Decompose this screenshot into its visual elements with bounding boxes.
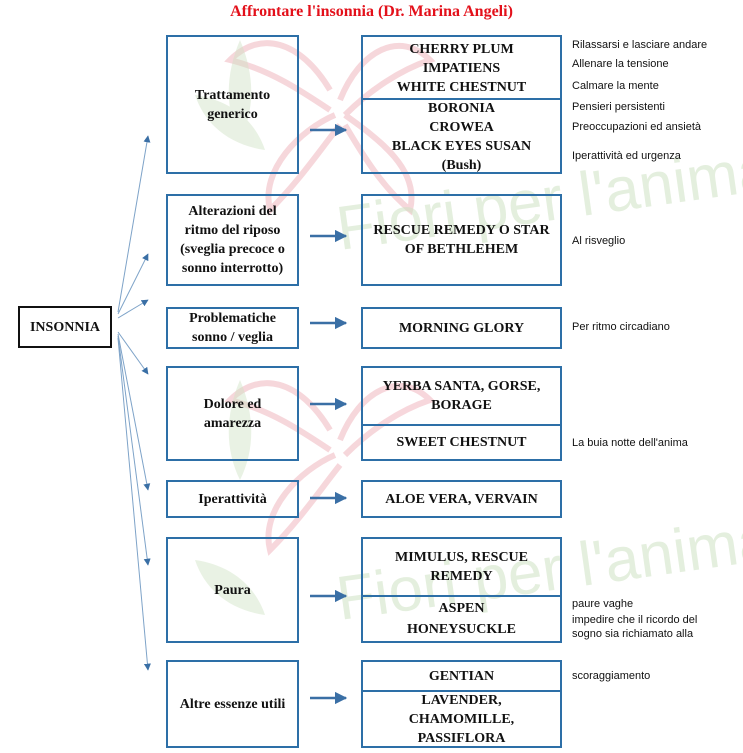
note: impedire che il ricordo del sogno sia ri… xyxy=(572,614,698,640)
root-node-insonnia: INSONNIA xyxy=(18,306,112,348)
branch-arrow-4 xyxy=(117,331,149,375)
branch-arrow-7 xyxy=(117,337,151,671)
branch-arrow-6 xyxy=(117,335,151,566)
remedy-box-iperattivita: ALOE VERA, VERVAIN xyxy=(361,480,562,518)
remedy-item: MORNING GLORY xyxy=(398,320,525,336)
remedy-cell: GENTIAN xyxy=(363,662,560,690)
remedy-item: GENTIAN xyxy=(428,668,495,684)
note: La buia notte dell'anima xyxy=(572,437,688,449)
category-iperattivita: Iperattività xyxy=(166,480,299,518)
remedy-item: YERBA SANTA, GORSE, BORAGE xyxy=(382,379,541,413)
remedy-item: (Bush) xyxy=(441,158,482,173)
remedy-divider xyxy=(363,595,560,597)
note: Preoccupazioni ed ansietà xyxy=(572,121,702,133)
remedy-item: HONEYSUCKLE xyxy=(407,622,516,637)
note: scoraggiamento xyxy=(572,670,651,682)
remedy-cell: YERBA SANTA, GORSE, BORAGE xyxy=(363,368,560,424)
note: Allenare la tensione xyxy=(572,58,669,70)
note: Per ritmo circadiano xyxy=(572,321,670,333)
branch-arrow-3 xyxy=(117,299,149,319)
remedy-item: WHITE CHESTNUT xyxy=(396,79,527,95)
note: paure vaghe xyxy=(572,598,634,610)
category-label: Paura xyxy=(214,582,251,598)
remedy-box-altre: GENTIAN LAVENDER, CHAMOMILLE, PASSIFLORA xyxy=(361,660,562,748)
remedy-box-problematiche: MORNING GLORY xyxy=(361,307,562,349)
category-altre-essenze: Altre essenze utili xyxy=(166,660,299,748)
remedy-divider xyxy=(363,690,560,692)
remedy-cell: BORONIA CROWEA BLACK EYES SUSAN (Bush) xyxy=(363,100,560,174)
remedy-cell: CHERRY PLUM IMPATIENS WHITE CHESTNUT xyxy=(363,37,560,99)
remedy-cell: ASPEN HONEYSUCKLE xyxy=(363,597,560,641)
note: Pensieri persistenti xyxy=(572,101,665,113)
remedy-cell: MORNING GLORY xyxy=(363,309,560,347)
note: Calmare la mente xyxy=(572,80,659,92)
remedy-item: ASPEN xyxy=(438,601,485,616)
page-title: Affrontare l'insonnia (Dr. Marina Angeli… xyxy=(230,3,513,20)
category-paura: Paura xyxy=(166,537,299,643)
remedy-cell: MIMULUS, RESCUE REMEDY xyxy=(363,539,560,595)
remedy-divider xyxy=(363,424,560,426)
remedy-item: MIMULUS, RESCUE REMEDY xyxy=(394,550,528,584)
category-dolore-amarezza: Dolore ed amarezza xyxy=(166,366,299,461)
note: Iperattività ed urgenza xyxy=(572,150,681,162)
remedy-item: LAVENDER, CHAMOMILLE, PASSIFLORA xyxy=(408,692,515,746)
remedy-item: CHERRY PLUM xyxy=(409,41,514,57)
note: Al risveglio xyxy=(572,235,626,247)
branch-arrow-2 xyxy=(117,253,149,315)
category-label: Alterazioni del ritmo del riposo (svegli… xyxy=(180,204,285,276)
remedy-box-paura: MIMULUS, RESCUE REMEDY ASPEN HONEYSUCKLE xyxy=(361,537,562,643)
remedy-item: IMPATIENS xyxy=(422,60,501,76)
category-alterazioni-ritmo: Alterazioni del ritmo del riposo (svegli… xyxy=(166,194,299,286)
remedy-cell: ALOE VERA, VERVAIN xyxy=(363,482,560,516)
remedy-box-alterazioni: RESCUE REMEDY O STAR OF BETHLEHEM xyxy=(361,194,562,286)
remedy-item: ALOE VERA, VERVAIN xyxy=(385,491,538,507)
note: Rilassarsi e lasciare andare xyxy=(572,39,708,51)
remedy-item: RESCUE REMEDY O STAR OF BETHLEHEM xyxy=(373,223,550,257)
category-label: Altre essenze utili xyxy=(179,696,286,712)
remedy-item: SWEET CHESTNUT xyxy=(396,435,527,450)
remedy-cell: RESCUE REMEDY O STAR OF BETHLEHEM xyxy=(363,196,560,284)
remedy-item: BORONIA xyxy=(428,101,495,116)
remedy-divider xyxy=(363,98,560,100)
root-label: INSONNIA xyxy=(29,319,100,335)
category-problematiche-sonno: Problematiche sonno / veglia xyxy=(166,307,299,349)
remedy-item: CROWEA xyxy=(429,120,494,135)
remedy-cell: SWEET CHESTNUT xyxy=(363,426,560,459)
category-label: Iperattività xyxy=(198,491,267,507)
category-label: Problematiche sonno / veglia xyxy=(189,311,276,345)
remedy-item: BLACK EYES SUSAN xyxy=(391,139,532,154)
category-label: Trattamento generico xyxy=(194,87,271,122)
remedy-box-trattamento: CHERRY PLUM IMPATIENS WHITE CHESTNUT BOR… xyxy=(361,35,562,174)
category-trattamento-generico: Trattamento generico xyxy=(166,35,299,174)
remedy-cell: LAVENDER, CHAMOMILLE, PASSIFLORA xyxy=(363,692,560,746)
category-label: Dolore ed amarezza xyxy=(203,396,262,431)
branch-arrow-5 xyxy=(117,333,151,491)
branch-arrow-1 xyxy=(117,135,151,313)
remedy-box-dolore: YERBA SANTA, GORSE, BORAGE SWEET CHESTNU… xyxy=(361,366,562,461)
